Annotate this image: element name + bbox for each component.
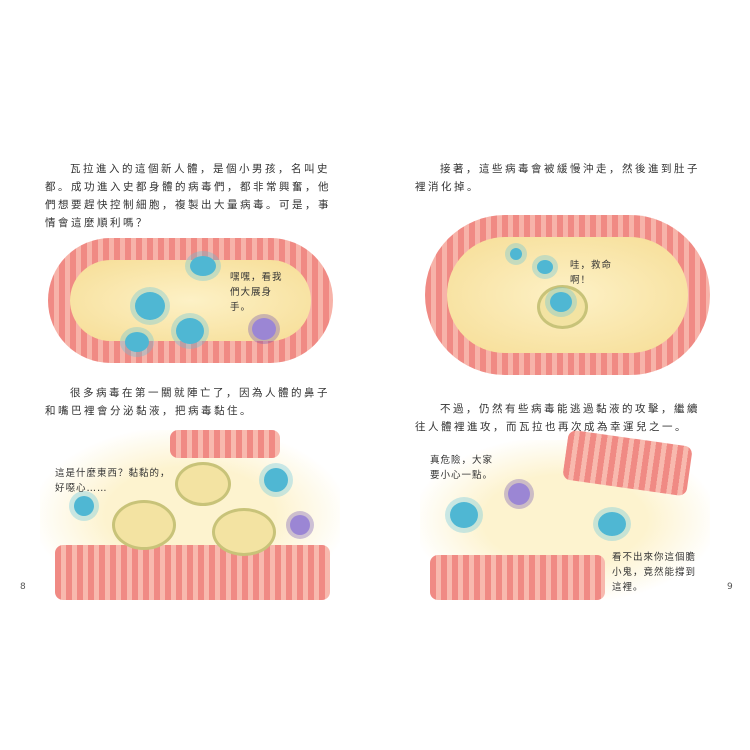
villi-bottom [430,555,605,600]
right-paragraph-2: 不過，仍然有些病毒能逃過黏液的攻擊，繼續往人體裡進攻，而瓦拉也再次成為幸運兒之一… [415,403,700,433]
left-illustration-tube [48,238,333,363]
left-speech-bubble-2: 這是什麼東西？黏黏的，好噁心…… [55,468,171,494]
virus [74,496,94,516]
virus [550,292,572,312]
right-speech-bubble-3: 看不出來你這個膽小鬼，竟然能撐到這裡。 [612,552,697,593]
page-number-left: 8 [20,582,26,592]
page-number-right: 9 [727,582,733,592]
virus [135,292,165,320]
purple-virus [508,483,530,505]
villi-top [170,430,280,458]
left-speech-bubble-1: 嘿嘿，看我們大展身手。 [230,272,283,313]
virus [450,502,478,528]
virus [176,318,204,344]
virus [510,248,522,260]
purple-virus [290,515,310,535]
virus [537,260,553,274]
virus [190,256,216,276]
right-paragraph-1: 接著，這些病毒會被緩慢沖走，然後進到肚子裡消化掉。 [415,163,700,193]
right-speech-bubble-1: 哇，救命啊！ [570,260,613,286]
virus [264,468,288,492]
purple-virus [252,318,276,340]
right-speech-bubble-2: 真危險，大家要小心一點。 [430,455,494,481]
mucus-cell [212,508,276,556]
virus [125,332,149,352]
mucus-cell [112,500,176,550]
left-paragraph-2: 很多病毒在第一關就陣亡了，因為人體的鼻子和嘴巴裡會分泌黏液，把病毒黏住。 [45,387,330,417]
left-paragraph-1: 瓦拉進入的這個新人體，是個小男孩，名叫史都。成功進入史都身體的病毒們，都非常興奮… [45,163,331,229]
virus [598,512,626,536]
mucus-cell [175,462,231,506]
villi-bottom [55,545,330,600]
